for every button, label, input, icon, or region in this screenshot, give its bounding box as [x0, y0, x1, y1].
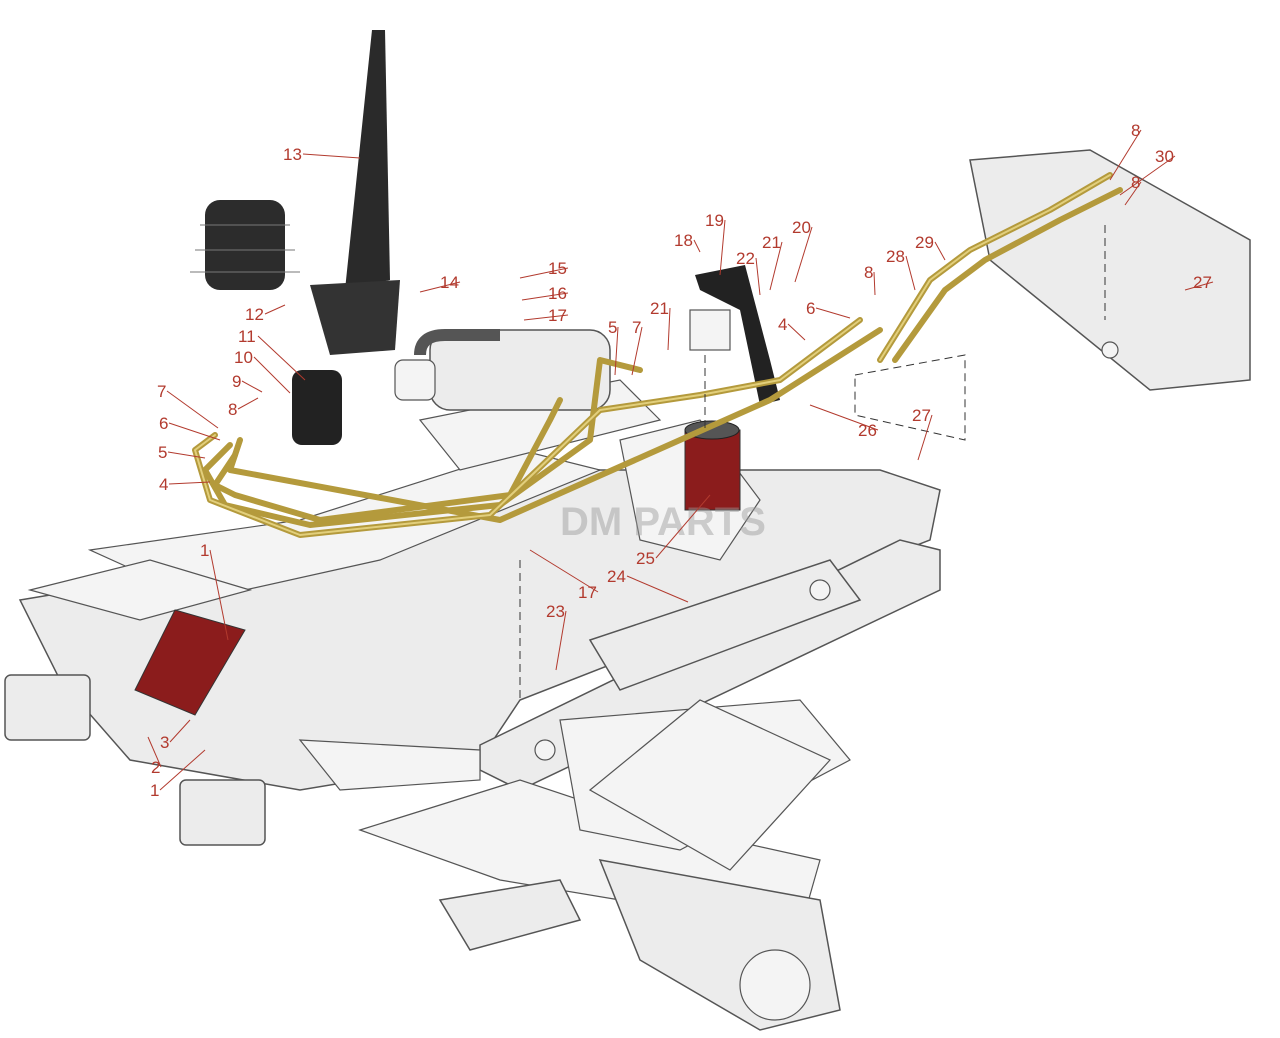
callout-label-23: 23	[546, 602, 565, 621]
oil-filter	[684, 420, 741, 511]
leader-line	[905, 255, 916, 291]
callout-label-28: 28	[886, 247, 905, 266]
callout-label-25: 25	[636, 549, 655, 568]
front-bracket	[134, 609, 246, 716]
callout-label-11: 11	[238, 327, 256, 346]
filter-bracket	[695, 265, 780, 405]
leader-line	[755, 257, 761, 296]
callout-label-15: 15	[548, 259, 567, 278]
callout-label-24: 24	[607, 567, 626, 586]
callout-label-21: 21	[762, 233, 781, 252]
leader-line	[519, 267, 569, 279]
leader-line	[809, 404, 879, 431]
leader-line	[253, 356, 291, 394]
leader-line	[1184, 281, 1214, 291]
callout-label-19: 19	[705, 211, 724, 230]
callout-label-17: 17	[548, 306, 567, 325]
leader-line	[169, 719, 191, 743]
leader-line	[626, 575, 689, 603]
callout-label-4: 4	[159, 475, 168, 494]
leader-line	[873, 271, 876, 296]
callout-label-3: 3	[160, 733, 169, 752]
headlights	[4, 674, 266, 846]
callout-label-26: 26	[858, 421, 877, 440]
callout-label-1: 1	[150, 781, 159, 800]
callout-label-10: 10	[234, 348, 253, 367]
watermark: DM PARTS	[560, 500, 766, 544]
leader-line	[264, 304, 286, 315]
leader-line	[614, 326, 619, 376]
leader-line	[241, 380, 263, 393]
leader-line	[166, 390, 219, 429]
leader-line	[934, 241, 946, 261]
callout-label-22: 22	[736, 249, 755, 268]
leader-line	[555, 610, 567, 671]
leader-line	[787, 323, 806, 341]
callout-label-6: 6	[159, 414, 168, 433]
steering-column	[292, 30, 400, 445]
leader-line	[147, 736, 162, 768]
leader-line	[419, 281, 461, 293]
leader-line	[159, 749, 206, 791]
leader-line	[257, 335, 306, 381]
callout-label-20: 20	[792, 218, 811, 237]
leader-line	[631, 326, 643, 376]
leader-line	[168, 481, 211, 485]
chassis-frame	[18, 149, 1251, 1031]
callout-label-27: 27	[1193, 273, 1212, 292]
leader-line	[521, 292, 569, 301]
rubber-boot	[190, 200, 300, 290]
leader-line	[917, 414, 933, 461]
leader-line	[667, 307, 671, 351]
leader-line	[769, 241, 783, 291]
leader-line	[209, 549, 229, 641]
callout-label-14: 14	[440, 273, 459, 292]
callout-label-1: 1	[200, 541, 209, 560]
callout-label-12: 12	[245, 305, 264, 324]
callout-label-8: 8	[1131, 173, 1140, 192]
leader-line	[815, 307, 851, 319]
leader-line	[655, 494, 711, 559]
callout-label-4: 4	[778, 315, 787, 334]
callout-label-2: 2	[151, 758, 160, 777]
callout-label-18: 18	[674, 231, 693, 250]
step-plate	[588, 699, 831, 871]
leader-line	[719, 219, 726, 276]
callout-label-29: 29	[915, 233, 934, 252]
callout-label-13: 13	[283, 145, 302, 164]
leader-line	[1124, 181, 1142, 206]
filter-head	[689, 309, 731, 351]
leader-line	[167, 451, 206, 459]
callout-label-7: 7	[157, 382, 166, 401]
callout-label-6: 6	[806, 299, 815, 318]
callout-label-5: 5	[608, 318, 617, 337]
leader-line	[523, 314, 569, 321]
callout-label-27: 27	[912, 406, 931, 425]
callout-label-5: 5	[158, 443, 167, 462]
hydraulic-pump	[394, 329, 611, 411]
callout-label-8: 8	[1131, 121, 1140, 140]
leader-line	[1109, 129, 1142, 181]
leader-line	[794, 226, 813, 283]
leader-line	[302, 153, 361, 159]
callout-label-8: 8	[228, 400, 237, 419]
callout-label-7: 7	[632, 318, 641, 337]
callout-label-16: 16	[548, 284, 567, 303]
leader-line	[1119, 155, 1176, 196]
callout-label-9: 9	[232, 372, 241, 391]
hydraulic-lines	[192, 172, 1123, 538]
leader-line	[529, 549, 599, 593]
leader-line	[237, 397, 259, 410]
callout-label-17: 17	[578, 583, 597, 602]
callout-label-30: 30	[1155, 147, 1174, 166]
leader-line	[168, 422, 221, 441]
callout-label-21: 21	[650, 299, 669, 318]
leader-line	[693, 239, 701, 253]
callout-label-8: 8	[864, 263, 873, 282]
